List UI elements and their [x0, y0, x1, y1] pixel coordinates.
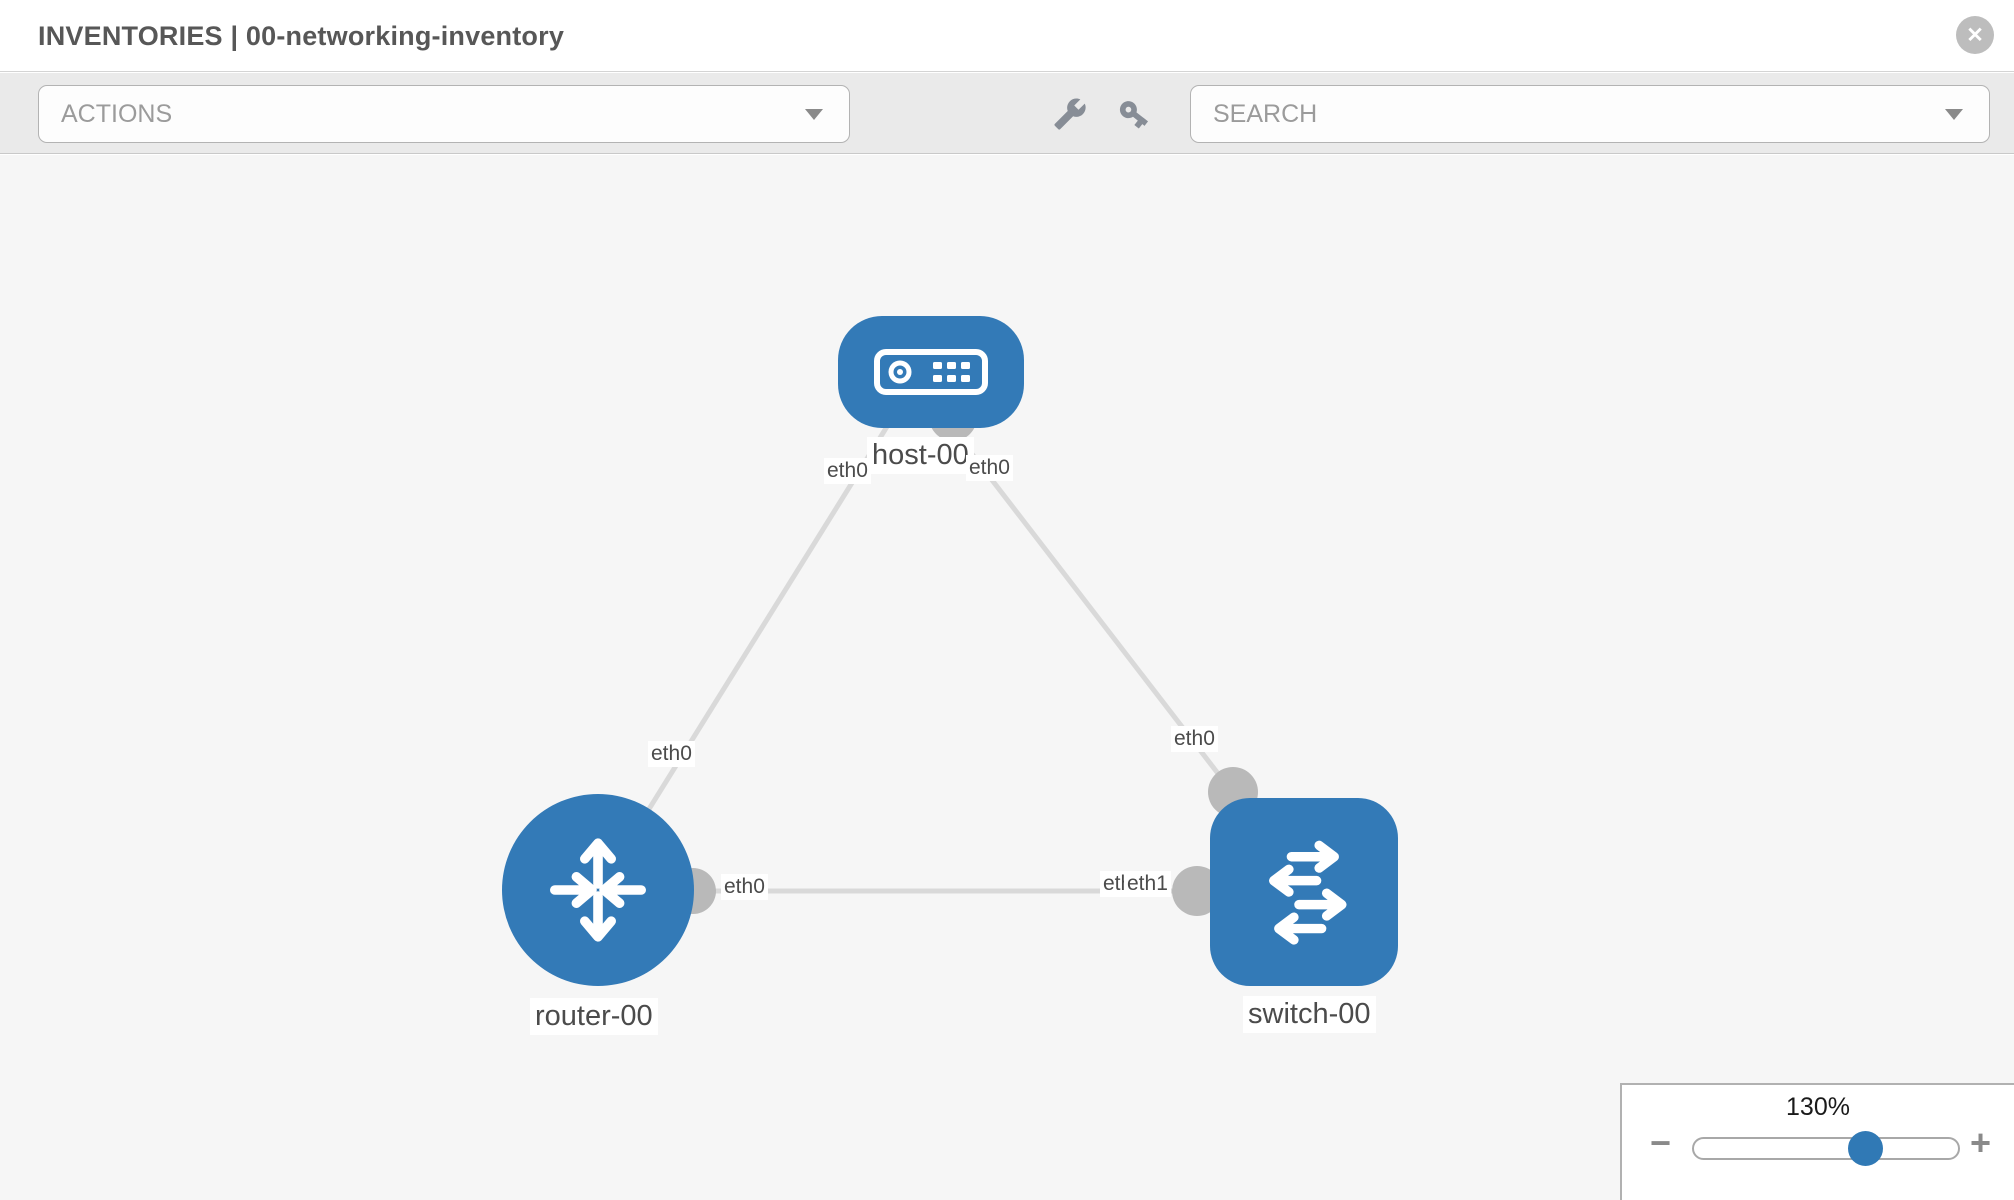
caret-down-icon — [1945, 109, 1963, 120]
caret-down-icon — [805, 109, 823, 120]
topology-canvas[interactable]: host-00 router-00 switch-00 eth0 eth0 et… — [0, 155, 2014, 1200]
wrench-icon[interactable] — [1051, 95, 1089, 133]
node-host-00[interactable] — [838, 316, 1024, 428]
actions-dropdown[interactable]: ACTIONS — [38, 85, 850, 143]
actions-dropdown-value: ACTIONS — [61, 99, 173, 128]
zoom-out-icon[interactable]: − — [1650, 1122, 1672, 1163]
zoom-slider-thumb[interactable] — [1848, 1131, 1883, 1166]
connector-switch-left — [1172, 866, 1222, 916]
close-icon-glyph: ✕ — [1966, 23, 1984, 47]
router-arrows-icon — [550, 838, 646, 942]
toolbar: ACTIONS SEARCH — [0, 73, 2014, 154]
search-dropdown-value: SEARCH — [1213, 99, 1318, 128]
page-title: INVENTORIES | 00-networking-inventory — [38, 21, 565, 51]
interface-label-router-eth0-top: eth0 — [648, 741, 695, 767]
window-header: INVENTORIES | 00-networking-inventory ✕ — [0, 0, 2014, 72]
interface-label-switch-eth1-mid: eth1 — [1124, 871, 1171, 897]
interface-label-host-eth0-right: eth0 — [966, 455, 1013, 481]
key-icon[interactable] — [1115, 95, 1153, 133]
node-label-switch-00: switch-00 — [1243, 996, 1376, 1033]
server-icon — [874, 349, 988, 395]
interface-label-router-eth0-right: eth0 — [721, 874, 768, 900]
search-dropdown[interactable]: SEARCH — [1190, 85, 1990, 143]
interface-label-switch-eth0-top: eth0 — [1171, 726, 1218, 752]
node-router-00[interactable] — [502, 794, 694, 986]
zoom-in-icon[interactable]: + — [1970, 1122, 1992, 1163]
zoom-level-value: 130% — [1786, 1093, 1850, 1121]
switch-arrows-icon — [1269, 840, 1347, 945]
node-switch-00[interactable] — [1210, 798, 1398, 986]
zoom-slider-track[interactable] — [1692, 1137, 1960, 1160]
zoom-control-panel: 130% − + — [1620, 1083, 2014, 1200]
close-icon[interactable]: ✕ — [1956, 16, 1994, 54]
topology-edges — [595, 393, 1304, 916]
node-label-host-00: host-00 — [867, 437, 974, 474]
interface-label-host-eth0-left: eth0 — [824, 458, 871, 484]
node-label-router-00: router-00 — [530, 998, 658, 1035]
